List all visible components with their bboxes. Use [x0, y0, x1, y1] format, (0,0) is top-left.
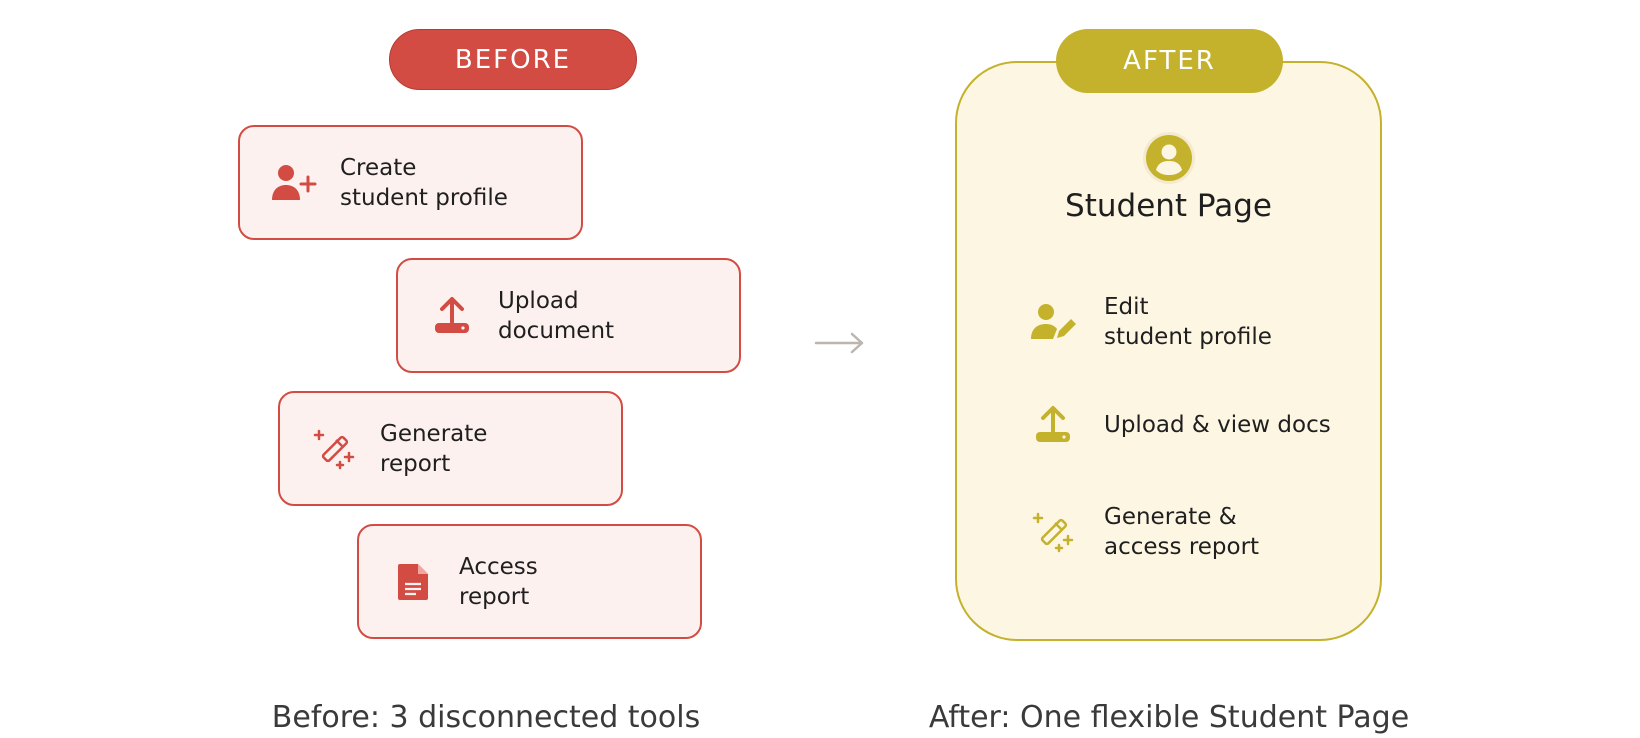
feature-label: Edit student profile: [1104, 294, 1272, 350]
add-user-icon: [266, 163, 322, 203]
tool-card-label: Generate report: [380, 420, 488, 477]
feature-label: Generate & access report: [1104, 504, 1260, 560]
tool-card-upload-document: Upload document: [396, 258, 741, 373]
tool-card-label: Upload document: [498, 287, 615, 344]
feature-generate-report: Generate & access report: [1025, 502, 1259, 562]
tool-card-label: Create student profile: [340, 154, 508, 211]
document-icon: [385, 562, 441, 602]
feature-edit-profile: Edit student profile: [1025, 292, 1272, 352]
feature-upload-docs: Upload & view docs: [1025, 405, 1331, 445]
feature-label: Upload & view docs: [1104, 412, 1331, 438]
tool-card-access-report: Access report: [357, 524, 702, 639]
upload-icon: [1025, 405, 1081, 445]
before-caption: Before: 3 disconnected tools: [271, 700, 701, 735]
user-avatar-icon: [1143, 132, 1195, 188]
magic-wand-icon: [306, 427, 362, 471]
upload-icon: [424, 296, 480, 336]
after-badge: AFTER: [1056, 29, 1283, 93]
right-arrow-icon: [814, 330, 866, 360]
magic-wand-icon: [1025, 510, 1081, 554]
after-caption: After: One flexible Student Page: [928, 700, 1410, 735]
before-badge: BEFORE: [389, 29, 637, 90]
edit-user-icon: [1025, 302, 1081, 342]
student-page-title: Student Page: [1065, 188, 1272, 224]
tool-card-create-profile: Create student profile: [238, 125, 583, 240]
tool-card-generate-report: Generate report: [278, 391, 623, 506]
tool-card-label: Access report: [459, 553, 538, 610]
